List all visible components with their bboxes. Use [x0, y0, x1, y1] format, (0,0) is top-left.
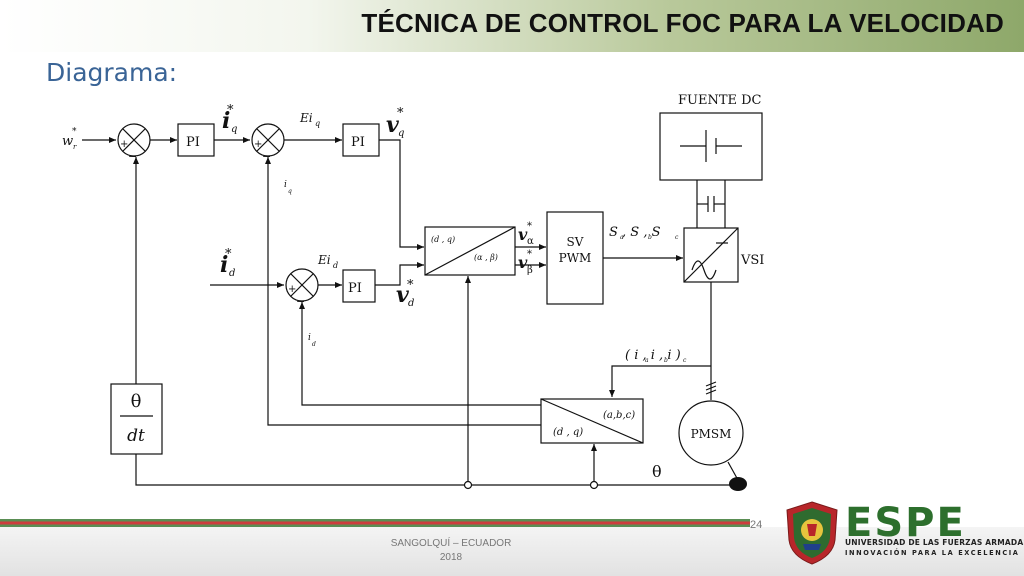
svpwm-label-1: SV: [567, 235, 584, 249]
eid-subscript: d: [333, 261, 338, 270]
footer-accent-line: [0, 519, 750, 527]
minus-sign: −: [262, 150, 271, 163]
ic-subscript: c: [683, 357, 687, 364]
plus-sign: +: [288, 284, 296, 295]
vq-ref-label: v: [386, 112, 399, 138]
sb-subscript: b: [648, 234, 652, 241]
derivative-numerator: θ: [131, 391, 142, 412]
eiq-subscript: q: [315, 119, 320, 128]
slide-title: TÉCNICA DE CONTROL FOC PARA LA VELOCIDAD: [361, 8, 1004, 38]
pi-iq-label: PI: [351, 135, 365, 150]
switch-signals-label: S , S , S: [609, 225, 661, 240]
sc-subscript: c: [675, 234, 679, 241]
v-alpha-subscript: α: [527, 236, 534, 247]
minus-sign: −: [128, 150, 137, 163]
vq-ref-star: *: [397, 106, 404, 121]
junction-dot: [463, 480, 473, 490]
plus-sign: +: [254, 139, 262, 150]
pi-block-id: [342, 269, 376, 303]
v-alpha-label: v: [518, 225, 528, 244]
dc-source-label: FUENTE DC: [678, 93, 762, 108]
ia-subscript: a: [645, 357, 649, 364]
vd-ref-subscript: d: [408, 298, 414, 309]
eiq-label: Ei: [299, 111, 313, 125]
dc-source-block: [659, 112, 763, 181]
pmsm-label: PMSM: [691, 427, 732, 441]
footer-year: 2018: [439, 552, 463, 563]
footer-location: SANGOLQUÍ – ECUADOR: [390, 538, 512, 549]
minus-sign: −: [296, 295, 305, 308]
currents-label: ( i , i , i ): [625, 348, 681, 363]
pmsm-motor: [678, 400, 744, 466]
id-ref-subscript: d: [229, 268, 235, 279]
vd-ref-label: v: [396, 282, 409, 308]
park-dq-label: (d , q): [553, 427, 583, 438]
theta-label: θ: [652, 462, 662, 481]
logo-tagline: INNOVACIÓN PARA LA EXCELENCIA: [845, 549, 1020, 557]
pi-speed-label: PI: [186, 135, 200, 150]
vd-ref-star: *: [407, 278, 414, 293]
pi-id-label: PI: [348, 281, 362, 296]
wr-subscript: r: [73, 143, 77, 151]
v-beta-label: v: [518, 253, 528, 272]
iq-feedback-label: i: [284, 180, 287, 190]
id-ref-label: i: [220, 252, 228, 278]
slide-subtitle: Diagrama:: [46, 58, 178, 87]
sa-subscript: a: [620, 234, 624, 241]
logo-university: UNIVERSIDAD DE LAS FUERZAS ARMADAS: [845, 538, 1024, 547]
id-ref-star: *: [225, 247, 232, 262]
id-feedback-label: i: [308, 333, 311, 343]
iq-ref-label: i: [222, 108, 230, 134]
wr-ref-label: w: [62, 134, 73, 149]
plus-sign: +: [120, 139, 128, 150]
logo-name: ESPE: [845, 500, 966, 546]
park-transform-block: [540, 398, 644, 444]
park-input-label: (d , q): [431, 235, 455, 244]
v-beta-star: *: [527, 249, 532, 260]
vq-ref-subscript: q: [398, 128, 404, 139]
inverse-park-block: [424, 226, 516, 276]
v-beta-subscript: β: [527, 265, 533, 276]
title-bar: [0, 0, 1024, 52]
eid-label: Ei: [317, 253, 331, 267]
encoder-sensor: [729, 477, 747, 491]
park-abc-label: (a,b,c): [603, 410, 635, 421]
espe-logo: ESPE UNIVERSIDAD DE LAS FUERZAS ARMADAS …: [785, 496, 1024, 574]
iq-ref-star: *: [227, 103, 234, 118]
wr-star: *: [72, 127, 77, 137]
iq-feedback-subscript: q: [288, 188, 292, 195]
ib-subscript: b: [664, 357, 668, 364]
junction-dot: [589, 480, 599, 490]
svpwm-label-2: PWM: [559, 251, 592, 265]
university-crest-icon: [786, 501, 838, 565]
derivative-denominator: dt: [127, 426, 145, 446]
v-alpha-star: *: [527, 221, 532, 232]
page-number: 24: [750, 519, 763, 531]
park-output-label: (α , β): [474, 253, 498, 262]
iq-ref-subscript: q: [231, 124, 237, 135]
footer-bar: [0, 527, 1024, 576]
id-feedback-subscript: d: [312, 341, 316, 348]
vsi-label: VSI: [740, 253, 764, 268]
